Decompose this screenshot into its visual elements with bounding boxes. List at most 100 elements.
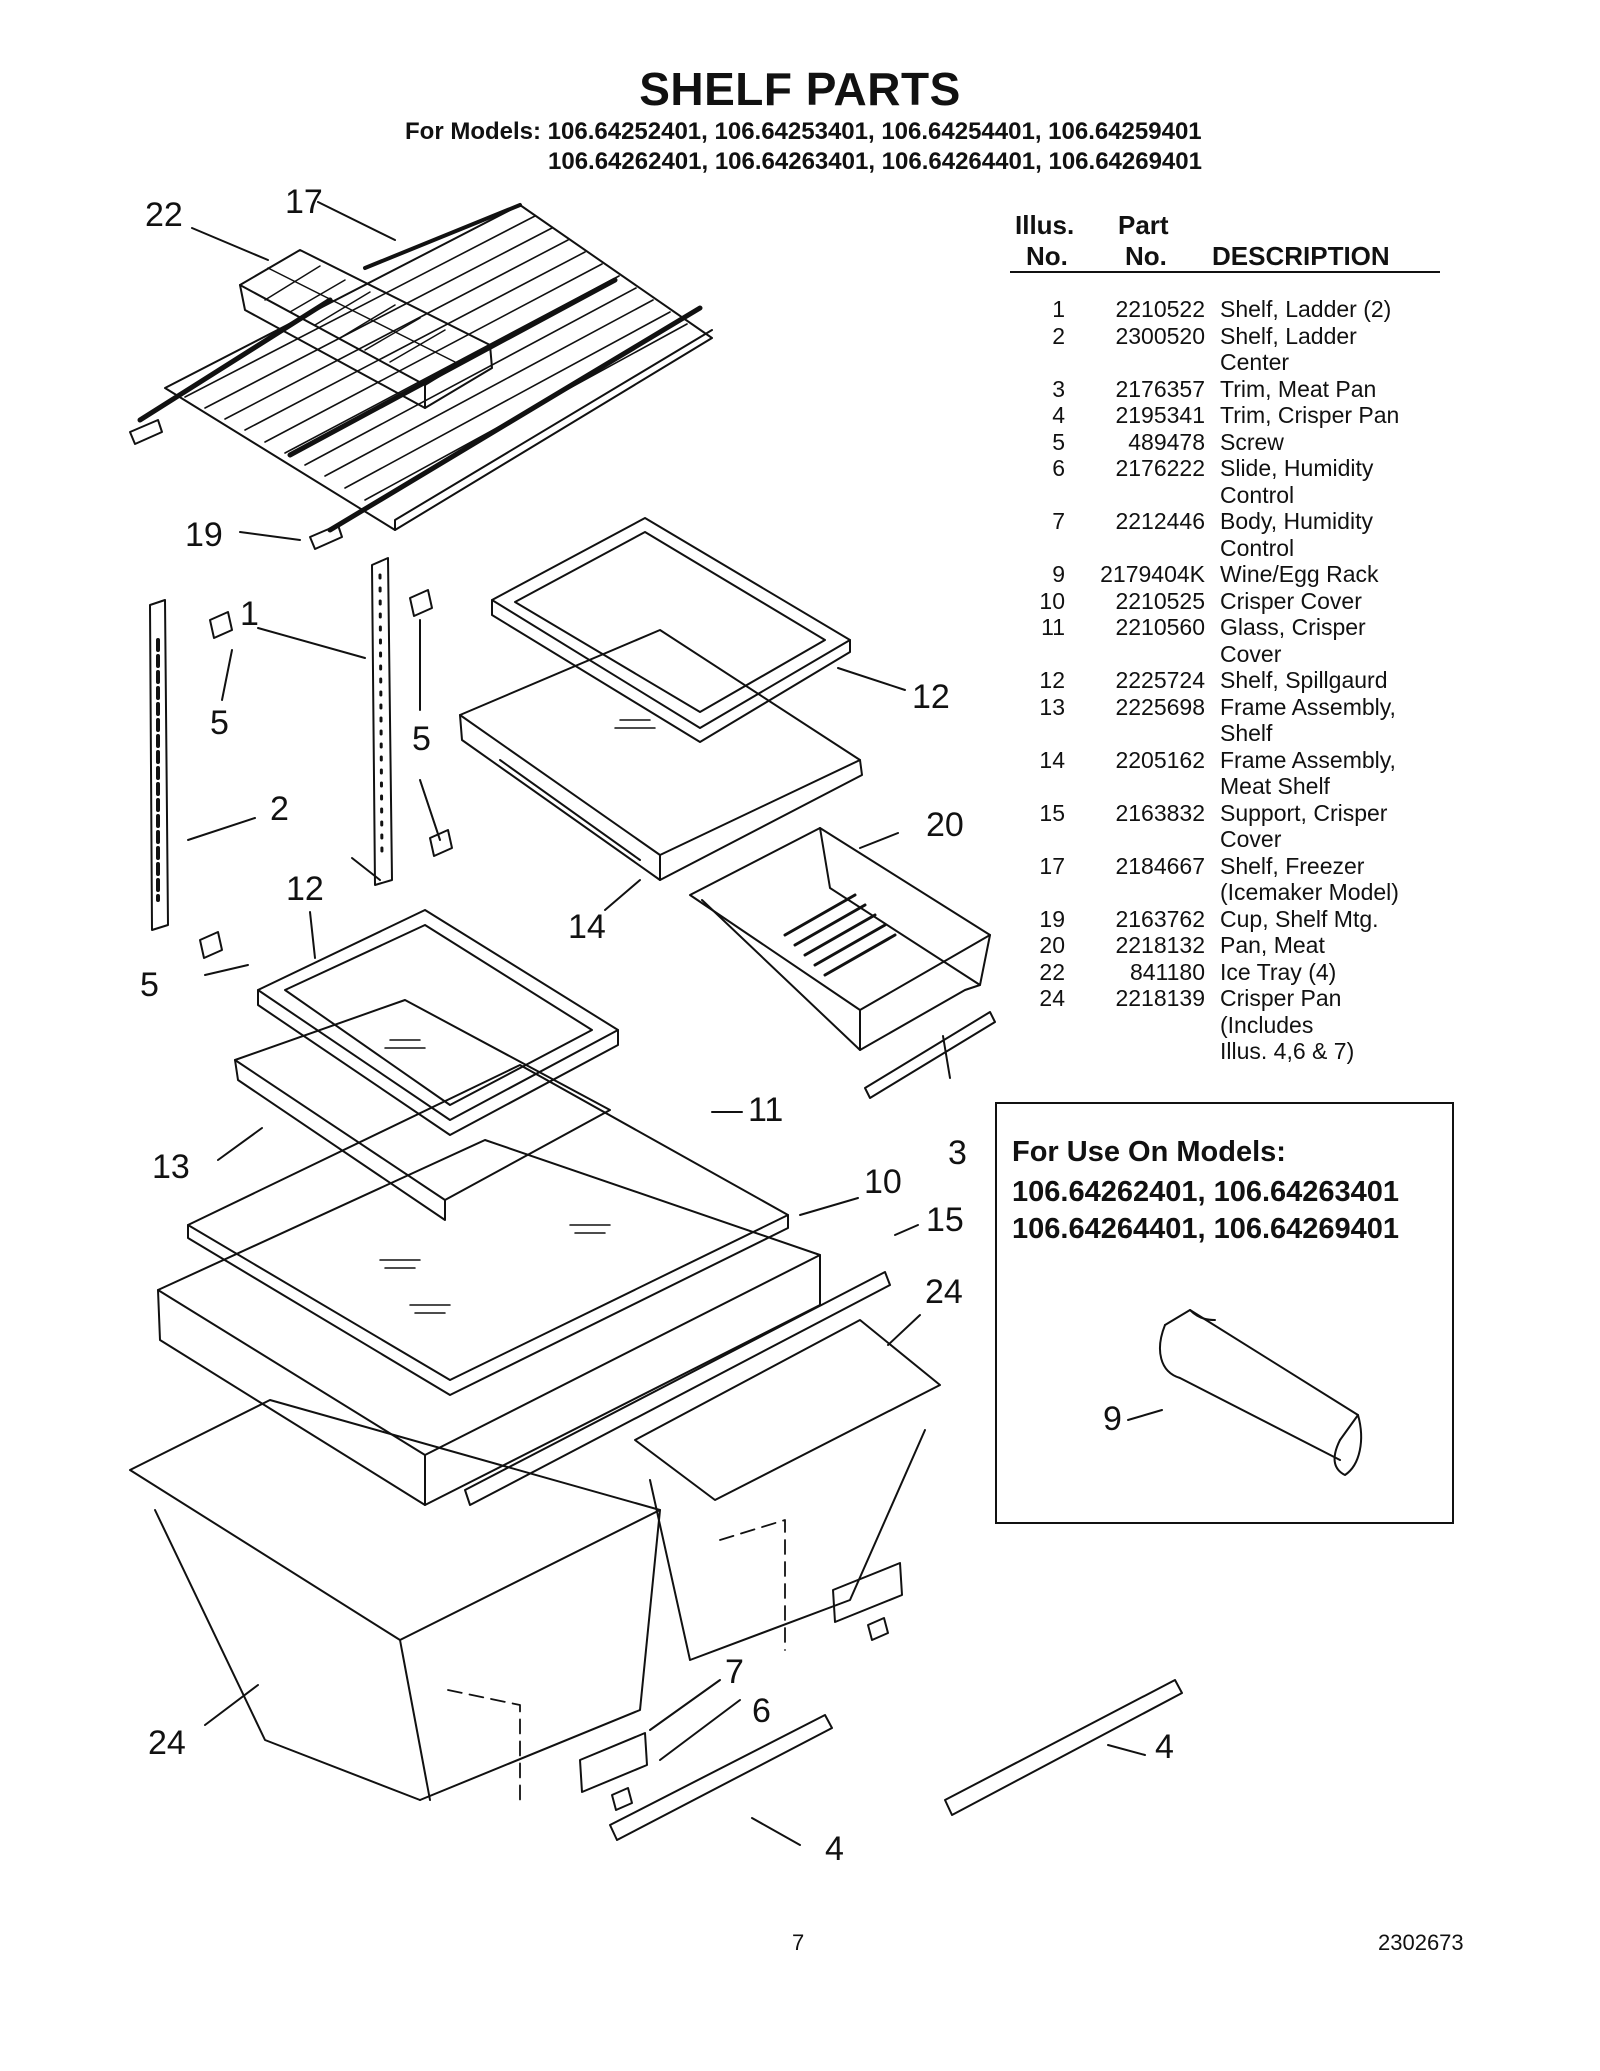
- illus-number: 4: [1052, 402, 1065, 428]
- callout-5-bottom: 5: [140, 966, 159, 1004]
- crisper-pan-left-drawing: [129, 1399, 661, 1801]
- part-number: 2205162: [1115, 746, 1205, 773]
- part-description: Frame Assembly,: [1220, 746, 1396, 773]
- illus-number: 10: [1039, 587, 1065, 614]
- part-number: 2210525: [1115, 587, 1205, 614]
- illus-number: 14: [1039, 746, 1065, 773]
- meat-shelf-frame-drawing: [459, 629, 863, 881]
- part-number: 2218139: [1115, 985, 1205, 1011]
- part-number: 2210560: [1115, 614, 1205, 640]
- models-line-1: For Models: 106.64252401, 106.64253401, …: [405, 118, 1202, 145]
- part-description: Shelf, Freezer: [1220, 852, 1365, 879]
- illus-number: 11: [1041, 614, 1065, 640]
- callout-5-center: 5: [412, 720, 431, 758]
- part-description: Meat Shelf: [1220, 773, 1330, 799]
- callout-2: 2: [270, 790, 289, 828]
- illus-number: 20: [1039, 932, 1065, 958]
- crisper-glass-drawing: [187, 719, 789, 1396]
- humidity-controls-drawing: [579, 1562, 903, 1811]
- part-description: Pan, Meat: [1220, 932, 1325, 958]
- header-rule: [1010, 271, 1440, 273]
- illus-number: 22: [1039, 958, 1065, 985]
- callout-24-right: 24: [925, 1273, 963, 1311]
- spillguard-shelf-upper-drawing: [491, 517, 851, 743]
- callout-12-lower: 12: [286, 870, 324, 908]
- part-number: 2195341: [1115, 402, 1205, 428]
- inset-title: For Use On Models:: [1012, 1136, 1286, 1168]
- ladder-shelf-drawing: [351, 557, 393, 886]
- illus-number: 1: [1052, 296, 1065, 322]
- part-description: Cover: [1220, 826, 1282, 852]
- callout-4-right: 4: [1155, 1728, 1174, 1766]
- callout-14: 14: [568, 908, 606, 946]
- illus-number: 6: [1052, 455, 1065, 481]
- callout-15: 15: [926, 1201, 964, 1239]
- part-description: Trim, Crisper Pan: [1220, 402, 1400, 428]
- freezer-shelf-drawing: [137, 203, 713, 533]
- crisper-support-drawing: [464, 1271, 891, 1506]
- illus-number: 12: [1039, 667, 1065, 693]
- header-illus: Illus.: [1015, 210, 1075, 240]
- inset-models-line-1: 106.64262401, 106.64263401: [1012, 1176, 1400, 1208]
- shelf-frame-drawing: [234, 999, 611, 1221]
- part-description: Slide, Humidity: [1220, 455, 1374, 481]
- callout-10: 10: [864, 1163, 902, 1201]
- part-number: 2184667: [1115, 852, 1205, 879]
- illus-number: 3: [1052, 375, 1065, 402]
- screws-drawing: [199, 589, 453, 959]
- part-number: 2179404K: [1100, 561, 1205, 587]
- part-description: (Icemaker Model): [1220, 879, 1399, 905]
- part-description: (Includes: [1220, 1011, 1314, 1038]
- callout-4-left: 4: [825, 1830, 844, 1868]
- part-number: 2225724: [1115, 667, 1205, 693]
- illus-number: 13: [1039, 693, 1065, 720]
- illus-number: 5: [1052, 428, 1065, 455]
- illus-number: 9: [1052, 561, 1065, 587]
- part-description: Glass, Crisper: [1220, 614, 1366, 640]
- part-number: 2163832: [1115, 799, 1205, 826]
- part-description: Shelf, Ladder (2): [1220, 296, 1392, 322]
- crisper-pan-right-drawing: [634, 1319, 941, 1661]
- callout-6: 6: [752, 1692, 771, 1730]
- part-description: Center: [1220, 349, 1290, 375]
- illus-number: 7: [1052, 508, 1065, 534]
- header-description: DESCRIPTION: [1212, 241, 1390, 271]
- page-number: 7: [792, 1930, 805, 1955]
- callout-19: 19: [185, 516, 223, 554]
- wine-egg-rack-drawing: [1127, 1309, 1363, 1476]
- part-description: Trim, Meat Pan: [1220, 375, 1377, 402]
- shelf-cups-drawing: [129, 419, 343, 550]
- part-number: 2210522: [1115, 296, 1205, 322]
- part-description: Shelf, Ladder: [1220, 322, 1357, 349]
- part-description: Ice Tray (4): [1220, 958, 1337, 985]
- meat-trim-drawing: [864, 1011, 996, 1099]
- inset-box: [995, 1102, 1454, 1524]
- meat-pan-drawing: [689, 827, 991, 1051]
- callout-13: 13: [152, 1148, 190, 1186]
- spillguard-shelf-lower-drawing: [257, 909, 619, 1136]
- part-description: Cover: [1220, 640, 1282, 667]
- part-description: Illus. 4,6 & 7): [1220, 1038, 1355, 1064]
- part-number: 2218132: [1115, 932, 1205, 958]
- part-number: 2300520: [1115, 322, 1205, 349]
- part-number: 2176357: [1115, 375, 1205, 402]
- part-number: 489478: [1128, 428, 1205, 455]
- part-number: 2225698: [1115, 693, 1205, 720]
- part-description: Shelf, Spillgaurd: [1220, 667, 1388, 693]
- part-description: Cup, Shelf Mtg.: [1220, 905, 1379, 932]
- inset-models-line-2: 106.64264401, 106.64269401: [1012, 1213, 1400, 1245]
- callout-5-left: 5: [210, 704, 229, 742]
- part-description: Control: [1220, 481, 1295, 508]
- illus-number: 15: [1039, 799, 1065, 826]
- part-description: Frame Assembly,: [1220, 693, 1396, 720]
- illus-number: 2: [1052, 322, 1065, 349]
- part-description: Crisper Pan: [1220, 985, 1342, 1011]
- part-description: Control: [1220, 534, 1295, 561]
- callout-9: 9: [1103, 1400, 1122, 1438]
- ladder-center-drawing: [149, 599, 169, 931]
- part-number: 2163762: [1115, 905, 1205, 932]
- part-description: Body, Humidity: [1220, 508, 1373, 534]
- part-number: 2212446: [1115, 508, 1205, 534]
- callout-1: 1: [240, 595, 259, 633]
